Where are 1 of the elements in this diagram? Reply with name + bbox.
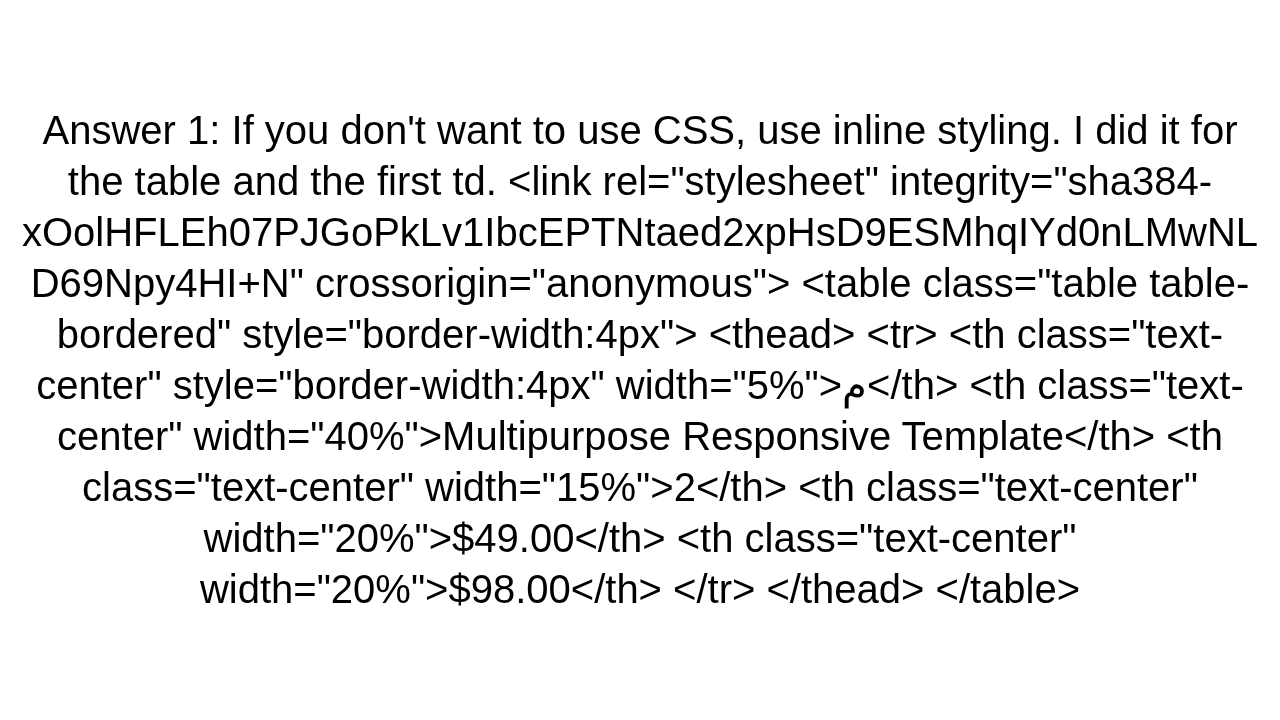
answer-text: Answer 1: If you don't want to use CSS, use inline styling. I did it for the table and the first td. <link rel="stylesheet" integrity="sha384-xOolHFLEh07PJGoPkLv1IbcEPTNtaed2xpHsD9ESMhqIYd0nLMwNLD69Npy4HI+N" crossorigin="anonymous"> <table class="table table-bordered" style="border-width:4px"> <thead> <tr> <th class="text-center" style="border-width:4px" width="5%">م</th> <th class="text-center" width="40%">Multipurpose Responsive Template</th> <th class="text-center" width="15%">2</th> <th class="text-center" width="20%">$49.00</th> <th class="text-center" width="20%">$98.00</th> </tr> </thead> </table> [20,107,1260,613]
